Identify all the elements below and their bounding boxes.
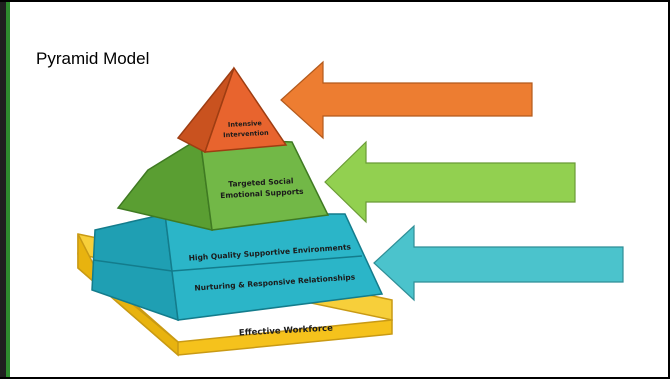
left-border-band [0, 2, 6, 377]
pyramid-tier-intensive: Intensive Intervention [176, 66, 288, 154]
base-label: Effective Workforce [239, 324, 334, 339]
teal-tier-left-divider [92, 259, 173, 272]
teal-tier-divider [171, 255, 363, 272]
left-accent-stripe [6, 2, 10, 377]
teal-tier-left-face [91, 213, 179, 322]
pyramid-tier-targeted: Targeted Social Emotional Supports [116, 136, 330, 231]
pyramid-tier-universal: High Quality Supportive Environments Nur… [91, 213, 384, 322]
orange-tier-front-face [203, 66, 288, 153]
tier-label-targeted-line1: Targeted Social [228, 176, 294, 188]
tier-label-intensive-line1: Intensive [228, 119, 263, 129]
arrow-targeted [324, 140, 576, 224]
arrow-universal [373, 224, 624, 302]
slide-title: Pyramid Model [36, 49, 150, 68]
tier-label-intensive-line2: Intervention [223, 129, 269, 139]
green-tier-left-face [116, 136, 213, 231]
tier-label-targeted-line2: Emotional Supports [220, 187, 304, 200]
arrow-intensive [280, 60, 533, 140]
